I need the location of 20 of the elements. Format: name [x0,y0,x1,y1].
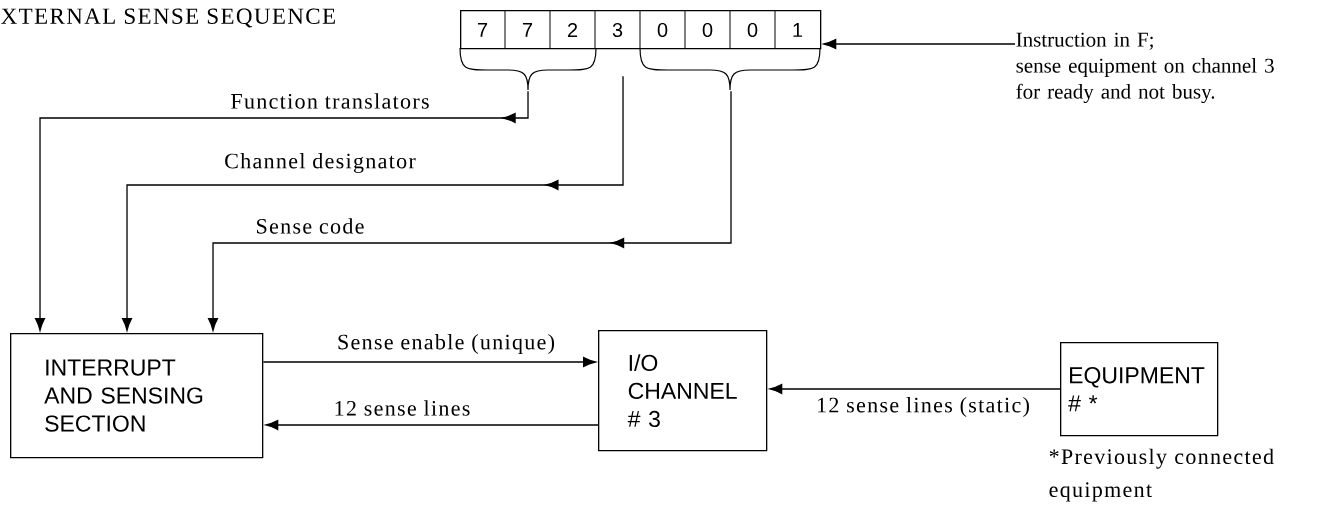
footnote: *Previously connected equipment [1049,448,1274,502]
title: XTERNAL SENSE SEQUENCE [1,8,335,28]
arrow [823,38,1016,50]
arrow [769,383,1061,394]
edge-label: Sense code [254,217,366,235]
instruction-note: Instruction in F; sense equipment on channel 3 for ready and not busy. [1016,32,1274,104]
section-box: INTERRUPT AND SENSING SECTION [10,333,264,459]
edge-label: 12 sense lines [332,399,472,417]
arrow [35,90,529,331]
arrow [262,356,596,367]
edge-label: Channel designator [223,152,417,174]
arrow [208,90,732,331]
equipment-box: EQUIPMENT # * [1060,342,1219,437]
arrow [265,419,599,430]
arrow [122,75,624,331]
channel-box: I/O CHANNEL # 3 [598,330,768,452]
edge-label: Function translators [229,92,431,110]
instruction-register: 7 7 2 3 0 0 0 1 [460,9,822,50]
edge-label: Sense enable (unique) [336,333,556,355]
edge-label: 12 sense lines (static) [815,396,1031,418]
